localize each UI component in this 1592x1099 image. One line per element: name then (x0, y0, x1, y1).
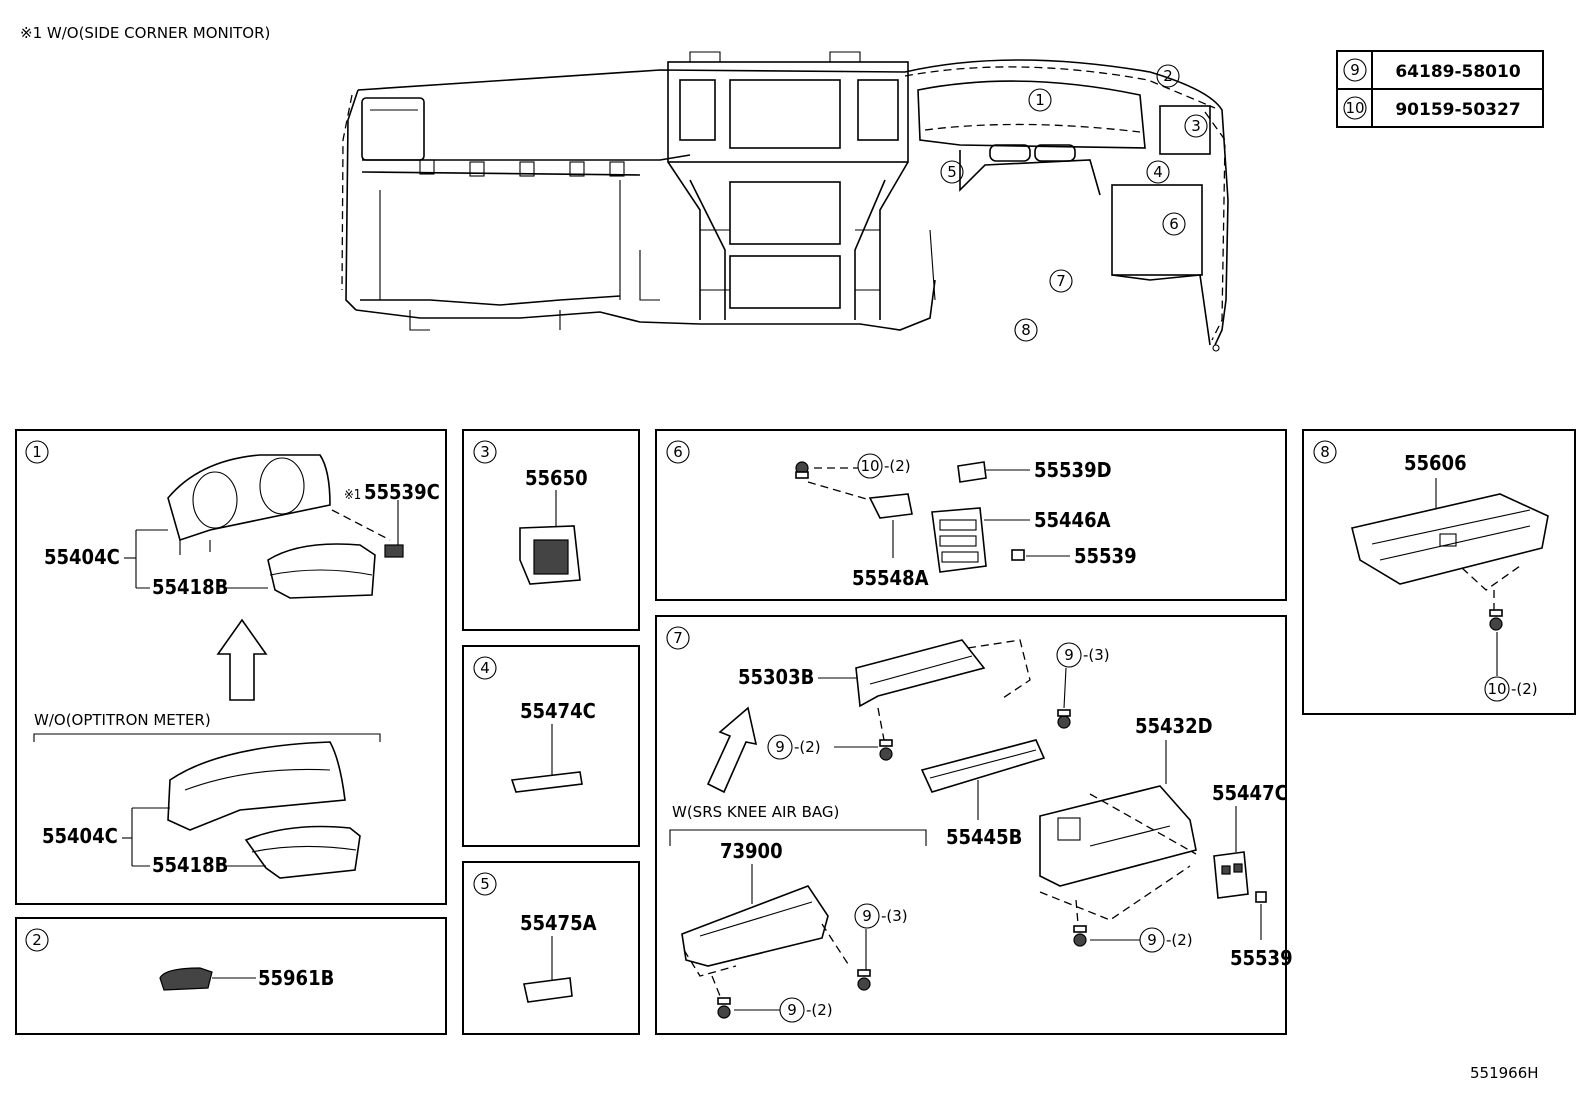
panel-4: 4 55474C (462, 645, 640, 847)
overview-callout: 5 (940, 160, 964, 184)
arrow-up-icon (706, 706, 758, 794)
screw-a-qty: -(3) (1083, 646, 1110, 664)
panel-ref: 3 (480, 443, 490, 461)
panel-8: 8 55606 10 -(2) (1302, 429, 1576, 715)
arrow-up-icon (216, 618, 268, 701)
panel-2: 2 55961B (15, 917, 447, 1035)
svg-text:7: 7 (1056, 272, 1066, 290)
screw-b-ref: 9 (775, 738, 785, 756)
screw-d-ref: 9 (787, 1001, 797, 1019)
screw-qty: -(2) (884, 457, 911, 475)
panel-3: 3 55650 (462, 429, 640, 631)
overview-callout: 6 (1162, 212, 1186, 236)
svg-text:3: 3 (1191, 117, 1201, 135)
label-bracket: 55303B (738, 665, 814, 689)
panel-1-meter-hood: 1 ※1 55539C 55404C 55418B W/O(OPTITRON M… (15, 429, 447, 905)
label-trim: 55432D (1135, 714, 1213, 738)
screw-icon (1057, 709, 1071, 729)
label-part: 55606 (1404, 451, 1467, 475)
svg-text:6: 6 (1169, 215, 1179, 233)
overview-callout: 1 (1028, 88, 1052, 112)
overview-callout: 8 (1014, 318, 1038, 342)
panel-ref: 2 (32, 931, 42, 949)
screw-qty: -(2) (1511, 680, 1538, 698)
variant-label: W/O(OPTITRON METER) (34, 711, 211, 729)
screw-d-qty: -(2) (806, 1001, 833, 1019)
svg-text:8: 8 (1021, 321, 1031, 339)
overview-callout: 4 (1146, 160, 1170, 184)
panel-5: 5 55475A (462, 861, 640, 1035)
panel-ref: 1 (32, 443, 42, 461)
callout-ref: 10 (1345, 99, 1364, 117)
label-cover-mark: ※1 (344, 488, 361, 503)
header-note: ※1 W/O(SIDE CORNER MONITOR) (20, 24, 270, 42)
label-part: 55475A (520, 911, 597, 935)
svg-text:4: 4 (1153, 163, 1163, 181)
label-part: 55961B (258, 966, 334, 990)
panel-6: 6 10 -(2) 55548A 55539D 55446A 55539 (655, 429, 1287, 601)
panel-ref: 8 (1320, 443, 1330, 461)
label-vent: 55445B (946, 825, 1022, 849)
svg-text:5: 5 (947, 163, 957, 181)
callout-part-number: 90159-50327 (1395, 100, 1520, 120)
label-switch: 55447C (1212, 781, 1288, 805)
screw-icon (717, 997, 731, 1019)
callout-table: 9 64189-58010 10 90159-50327 (1336, 50, 1544, 128)
screw-ref: 10 (1487, 680, 1506, 698)
screw-ref: 10 (860, 457, 879, 475)
svg-text:1: 1 (1035, 91, 1045, 109)
label-cover: 55539C (364, 480, 440, 504)
label-clip: 55539 (1230, 946, 1293, 970)
screw-icon (879, 739, 893, 761)
variant-label: W(SRS KNEE AIR BAG) (672, 803, 839, 821)
callout-part-number: 64189-58010 (1395, 62, 1521, 82)
panel-ref: 4 (480, 659, 490, 677)
screw-icon (1073, 925, 1087, 947)
label-part-a: 55539D (1034, 458, 1112, 482)
panel-ref: 5 (480, 875, 490, 893)
overview-callout: 7 (1049, 269, 1073, 293)
screw-icon (795, 461, 809, 479)
label-lower-child: 55418B (152, 853, 228, 877)
label-part-b: 55446A (1034, 508, 1111, 532)
screw-icon (1489, 609, 1503, 631)
panel-7: 7 55303B 9 -(3) 9 -(2) 55445B (655, 615, 1293, 1035)
footer-code: 551966H (1470, 1064, 1539, 1082)
label-airbag: 73900 (720, 839, 783, 863)
screw-b-qty: -(2) (794, 738, 821, 756)
callout-ref: 9 (1350, 61, 1360, 79)
screw-e-ref: 9 (1147, 931, 1157, 949)
label-part-c: 55539 (1074, 544, 1137, 568)
overview-callout: 2 (1156, 64, 1180, 88)
svg-text:2: 2 (1163, 67, 1173, 85)
dashboard-overview-drawing: 1 2 3 4 5 6 7 8 (341, 51, 1229, 352)
screw-c-qty: -(3) (881, 907, 908, 925)
screw-c-ref: 9 (862, 907, 872, 925)
overview-callout: 3 (1184, 114, 1208, 138)
panel-ref: 6 (673, 443, 683, 461)
label-lower-parent: 55404C (42, 824, 118, 848)
screw-icon (857, 969, 871, 991)
callout-table-row: 10 90159-50327 (1343, 96, 1521, 120)
label-part: 55474C (520, 699, 596, 723)
label-upper-child: 55418B (152, 575, 228, 599)
label-part: 55650 (525, 466, 588, 490)
callout-table-row: 9 64189-58010 (1343, 58, 1521, 82)
screw-a-ref: 9 (1064, 646, 1074, 664)
label-upper-parent: 55404C (44, 545, 120, 569)
label-part-d: 55548A (852, 566, 929, 590)
panel-ref: 7 (673, 629, 683, 647)
screw-e-qty: -(2) (1166, 931, 1193, 949)
